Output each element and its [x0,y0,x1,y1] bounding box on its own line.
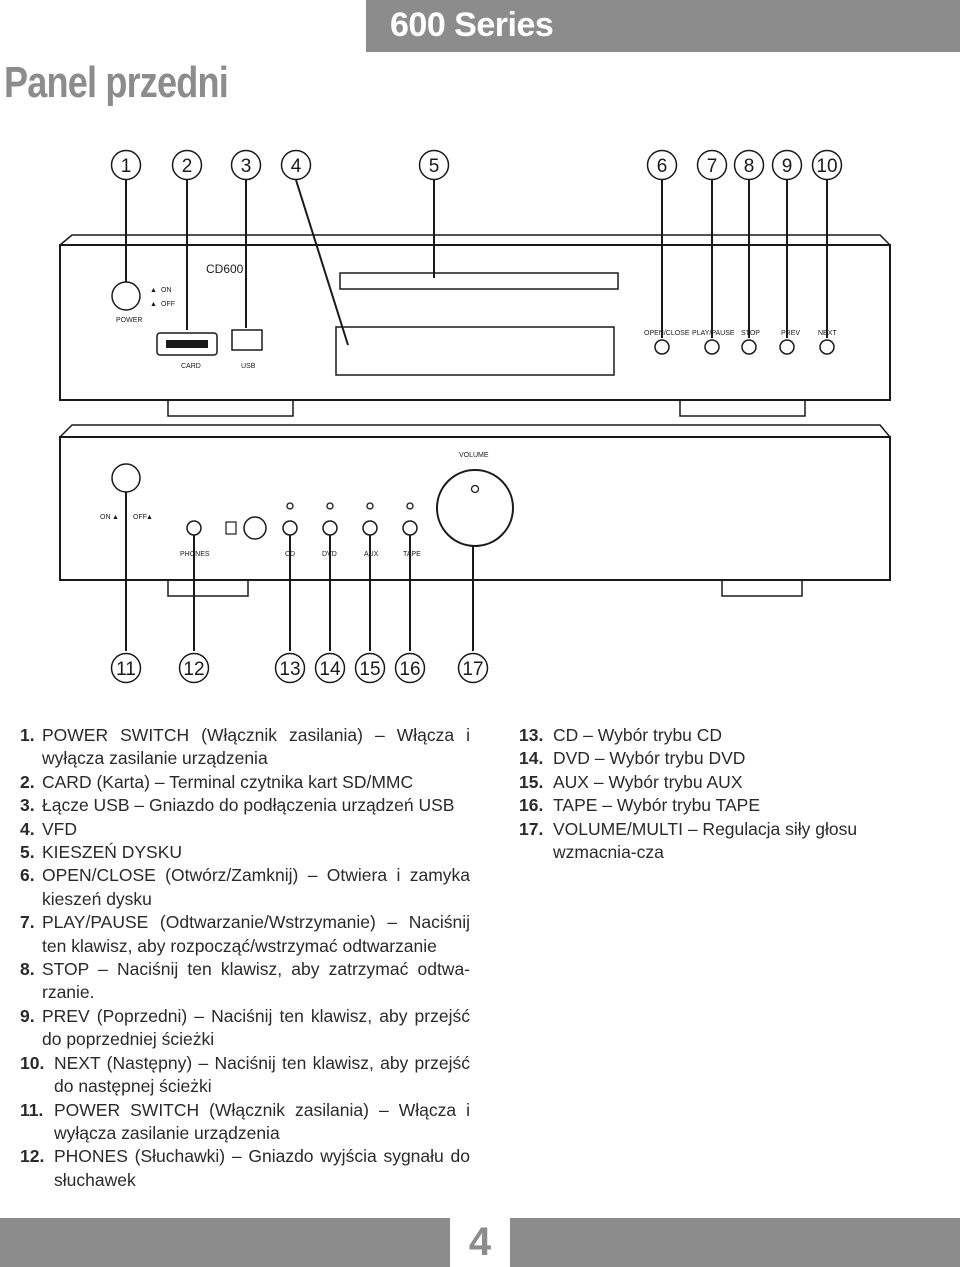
desc-item: 13. CD – Wybór trybu CD [519,725,723,745]
cd-input-button [282,520,298,536]
desc-item: 2. CARD (Karta) – Terminal czytnika kart… [20,771,414,792]
callout-11: 11 [116,659,136,680]
desc-item: 16. TAPE – Wybór trybu TAPE [519,795,760,816]
cd-unit: CD600 ▲ ON ▲ OFF POWER CARD USB OPEN/CLO… [59,234,891,417]
amp-on-label: ON [100,514,111,521]
callouts-top: 1 2 3 4 5 6 7 8 9 10 [110,149,843,181]
desc-item: 17. VOLUME/MULTI – Regulacja siły głosu … [519,818,858,863]
desc-item: 6. OPEN/CLOSE (Otwórz/Zamknij) – Otwiera… [20,865,470,909]
volume-label: VOLUME [459,452,489,459]
disc-tray [339,272,619,290]
series-header-band [366,0,960,52]
play-pause-label: PLAY/PAUSE [692,330,735,337]
callout-13: 13 [279,659,300,680]
ir-sensor [225,521,237,535]
cd-power-label: POWER [116,317,142,324]
callout-3: 3 [241,156,252,177]
callout-2: 2 [182,156,193,177]
cd-card-label: CARD [181,363,201,370]
desc-item: 5. KIESZEŃ DYSKU [20,842,183,863]
dvd-input-button [322,520,338,536]
callouts-bottom: 11 12 13 14 15 16 17 [110,652,489,684]
cd-model-label: CD600 [206,262,244,276]
tape-input-button [402,520,418,536]
amp-off-label: OFF [133,514,147,521]
stop-label: STOP [741,330,760,337]
ir-window [243,516,267,540]
cd-on-label: ON [161,287,172,294]
callout-1: 1 [121,156,132,177]
callout-5: 5 [429,156,440,177]
callout-6: 6 [657,156,668,177]
svg-text:▲: ▲ [150,287,157,294]
svg-text:▲: ▲ [150,301,157,308]
input-tape-label: TAPE [403,551,421,558]
card-slot [156,332,218,356]
callout-9: 9 [782,156,793,177]
desc-item: 1. POWER SWITCH (Włącznik zasilania) – W… [20,725,470,769]
descriptions-left: 1. POWER SWITCH (Włącznik zasilania) – W… [20,724,470,1192]
page-number: 4 [468,1220,492,1264]
callout-12: 12 [183,659,204,680]
callout-14: 14 [319,659,341,680]
svg-text:▲: ▲ [146,514,153,521]
input-cd-label: CD [285,551,295,558]
series-title: 600 Series [390,6,554,44]
cd-usb-label: USB [241,363,256,370]
leader-lines [125,179,828,651]
vfd-display [335,326,615,376]
desc-item: 11. POWER SWITCH (Włącznik zasilania) – … [20,1099,470,1143]
desc-item: 4. VFD [20,818,77,839]
input-aux-label: AUX [364,551,379,558]
desc-item: 8. STOP – Naciśnij ten klawisz, aby zatr… [20,959,470,1003]
callout-15: 15 [359,659,380,680]
prev-label: PREV [781,330,800,337]
desc-item: 12. PHONES (Słuchawki) – Gniazdo wyjścia… [20,1146,470,1190]
usb-port [231,329,263,351]
desc-item: 3. Łącze USB – Gniazdo do podłączenia ur… [20,795,455,816]
svg-text:▲: ▲ [112,514,119,521]
open-close-label: OPEN/CLOSE [644,330,690,337]
phones-jack [186,520,202,536]
cd-power-button [111,281,141,311]
volume-knob [436,469,514,547]
page-number-box [450,1218,510,1267]
play-pause-button [704,339,720,355]
input-dvd-label: DVD [322,551,337,558]
desc-item: 15. AUX – Wybór trybu AUX [519,771,743,792]
callout-4: 4 [291,156,302,177]
callout-17: 17 [462,659,483,680]
descriptions-right: 13. CD – Wybór trybu CD 14. DVD – Wybór … [519,724,939,864]
desc-item: 9. PREV (Poprzedni) – Naciśnij ten klawi… [20,1005,470,1050]
desc-item: 7. PLAY/PAUSE (Odtwarzanie/Wstrzymanie) … [20,912,470,956]
next-label: NEXT [818,330,837,337]
callout-7: 7 [707,156,718,177]
open-close-button [654,339,670,355]
aux-input-button [362,520,378,536]
desc-item: 14. DVD – Wybór trybu DVD [519,748,746,769]
callout-8: 8 [744,156,755,177]
callout-16: 16 [399,659,420,680]
page-title: Panel przedni [4,58,229,107]
amp-power-button [111,463,141,493]
stop-button [741,339,757,355]
prev-button [779,339,795,355]
desc-item: 10. NEXT (Następny) – Naciśnij ten klawi… [20,1052,470,1097]
phones-label: PHONES [180,551,210,558]
cd-off-label: OFF [161,301,175,308]
front-panel-diagram: 1 2 3 4 5 6 7 8 9 10 CD600 ▲ ON ▲ OFF PO… [59,149,891,684]
callout-10: 10 [816,156,837,177]
amp-unit: ON ▲ OFF ▲ PHONES CD DVD AUX TAPE VOLUME [59,424,891,597]
next-button [819,339,835,355]
